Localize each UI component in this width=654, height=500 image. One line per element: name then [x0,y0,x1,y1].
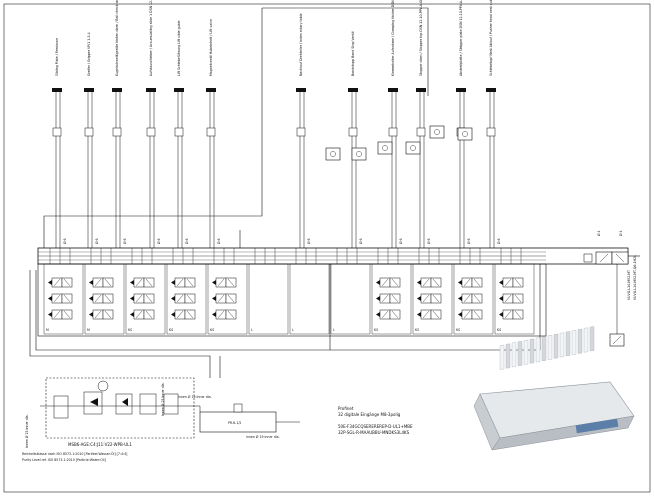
profinet-title: Profinet [338,406,354,411]
diameter-label: Ø 6 [426,238,431,244]
actuator-column: Lift Schiebeführung Lift slide guide Ø 6 [174,20,189,248]
check-valve-box [351,147,367,161]
actuator-label: Klemmhalter Aufnahme / Clamping Holder D… [391,0,395,76]
manifold-code: L [292,328,294,332]
manifold-code: KS [456,328,460,332]
cleanliness-line-2: Purity Level ref. ISO 8573-1:2010 [Parti… [22,458,106,462]
hose-label-1: innen Ø 25 inner dia. [24,414,29,448]
actuator-column: Nachlauf Drehteller / Index rotary table… [296,13,311,248]
actuator-column: Magnetventil Hubeinheit / Lift valve Ø 6 [206,19,221,248]
service-unit: MSB6-AGE:C4:J11:V22-WPB-UL1 Reinheitskla… [22,377,195,462]
check-valve-box [325,147,341,161]
actuator-column: Abstreifplatte / Stripper plate DSN 12-1… [456,0,471,248]
actuator-label: Sliding Plate / Feedzone [55,38,59,76]
frame-border [3,3,651,493]
check-valve-box [429,125,445,139]
actuator-label: Aufstauschieber / Accumulating slide 1 D… [149,0,153,76]
diameter-label: Ø 6 [306,238,311,244]
valve-cell: KS [125,248,166,335]
right-diameter-a: Ø 4 [596,230,601,236]
profinet-desc: 32 digitale Eingänge M8-3polig [338,412,401,417]
manifold-code: KS [128,328,132,332]
actuator-column: Bandstopp Band Stop Ventil Ø 6 [348,31,363,248]
hose-label-3: innen Ø 19 inner dia. [178,394,212,399]
actuator-label: Magnetventil Hubeinheit / Lift valve [209,19,213,76]
actuator-label: Nachlauf Drehteller / Index rotary table [299,13,303,76]
terminal-code-1: 50E-F34GCQSEREREREP-D-UL1+MBE [338,424,413,429]
check-valve-box [457,127,473,141]
actuator-label: Schiebekopf Nest Ablauf / Pusher head ne… [489,0,493,76]
service-unit-code: MSB6-AGE:C4:J11:V22-WPB-UL1 [68,442,132,447]
manifold-code: M [87,328,90,332]
valve-cell: M [84,248,125,335]
valve-cell: L [330,248,371,335]
valve-cells: M M KS KS KS L L L KS KS KS KS [43,248,535,335]
right-valve-label: VUVG-L14-M52-MT-Q6-1H2L [633,255,637,300]
valve-cell: KS [166,248,207,335]
actuator-label: Kugelschweißgeräte hinten oben / Ball ch… [115,0,119,76]
actuator-column: Klemmhalter Aufnahme / Clamping Holder D… [388,0,403,248]
manifold-code: M [46,328,49,332]
actuator-column: Kugelschweißgeräte hinten oben / Ball ch… [112,0,127,248]
valve-cell: KS [371,248,412,335]
actuator-label: Lift Schiebeführung Lift slide guide [177,20,181,76]
actuator-column: Stopper oben / Stopper top DSN 12-10-PPV… [416,0,431,248]
valve-cell: KS [453,248,494,335]
valve-manifold [37,247,629,337]
cleanliness-line-1: Reinheitsklasse nach ISO 8573-1:2010 [Pa… [22,451,127,456]
right-diameter-b: Ø 4 [618,230,623,236]
diameter-label: Ø 6 [466,238,471,244]
supply-lines [29,7,640,378]
actuator-label: Abstreifplatte / Stripper plate DSN 12-1… [459,0,463,76]
actuator-label: Greifer / Gripper VP/1 1-5-4 [87,32,91,76]
check-valve-box [377,141,393,155]
profinet-info: Profinet 32 digitale Eingänge M8-3polig … [338,406,413,435]
right-valve-assembly: VUVG-L14-M52-MT-Q6-1H2L VUVG-L14-M52-MT … [583,230,637,347]
valve-cell: L [248,248,289,335]
valve-cell: L [289,248,330,335]
valve-cell: KS [494,248,535,335]
valve-cell: KS [412,248,453,335]
actuator-column: Greifer / Gripper VP/1 1-5-4 Ø 6 [84,32,99,248]
check-valve-box [405,141,421,155]
actuator-column: Sliding Plate / Feedzone Ø 6 [52,38,67,248]
diameter-label: Ø 6 [94,238,99,244]
pressure-block: PR-6-1/2 innen Ø 19 inner dia. innen Ø 1… [178,394,300,439]
valve-cell: KS [207,248,248,335]
diameter-label: Ø 6 [62,238,67,244]
hose-label-4: innen Ø 19 inner dia. [246,434,280,439]
manifold-code: KS [374,328,378,332]
manifold-code: L [333,328,335,332]
diameter-label: Ø 6 [122,238,127,244]
diameter-label: Ø 6 [496,238,501,244]
manifold-code: L [251,328,253,332]
actuator-column: Aufstauschieber / Accumulating slide 1 D… [146,0,161,248]
manifold-code: KS [169,328,173,332]
diameter-label: Ø 6 [156,238,161,244]
valve-terminal-image [473,326,635,451]
manifold-code: KS [415,328,419,332]
diameter-label: Ø 6 [398,238,403,244]
diameter-label: Ø 6 [358,238,363,244]
manifold-code: KS [497,328,501,332]
right-valve-label-b: VUVG-L14-M52-MT [627,270,631,300]
diameter-label: Ø 6 [216,238,221,244]
terminal-code-2: 32P-SGL-R-MAAUBBU-MNDKS3L4KS [338,430,410,435]
actuator-column: Schiebekopf Nest Ablauf / Pusher head ne… [486,0,501,248]
valve-cell: M [43,248,84,335]
diameter-label: Ø 6 [184,238,189,244]
actuator-label: Bandstopp Band Stop Ventil [351,31,355,76]
manifold-code: KS [210,328,214,332]
hose-label-2: innen Ø 25 inner dia. [160,382,165,416]
pressure-block-label: PR-6-1/2 [228,421,241,425]
actuator-label: Stopper oben / Stopper top DSN 12-10-PPV… [419,0,423,76]
